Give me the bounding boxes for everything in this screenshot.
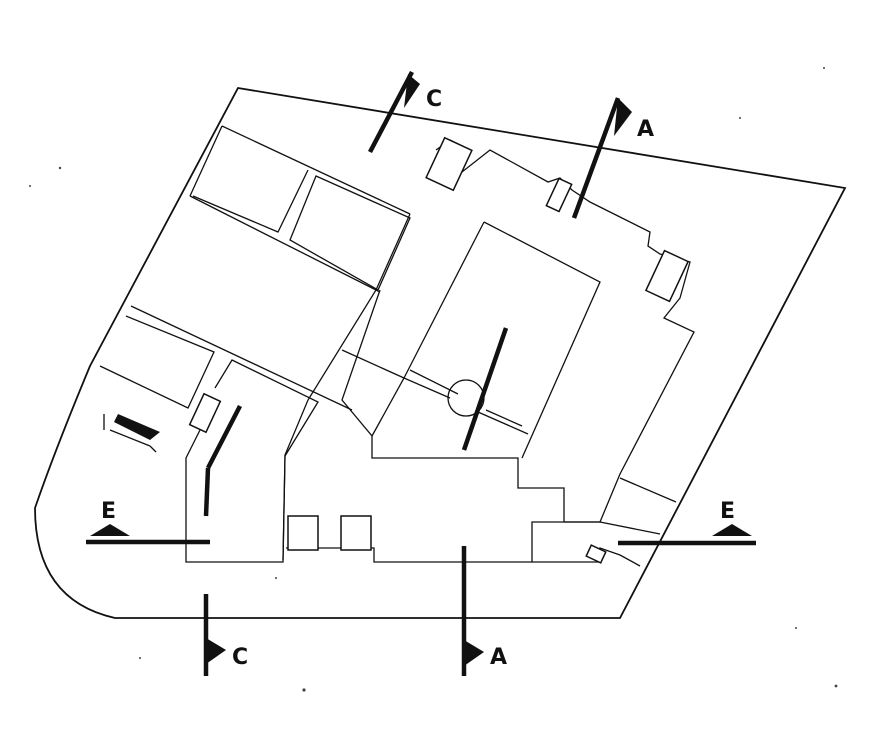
arrow-c-top — [404, 74, 420, 108]
section-c-top-line — [368, 70, 414, 154]
section-arrows — [90, 74, 752, 666]
section-a-top-line — [571, 97, 621, 219]
right-entry-box — [644, 249, 690, 303]
arrow-c-bottom — [206, 638, 226, 664]
top-entry-box — [545, 177, 573, 213]
top-left-entry-box — [425, 136, 473, 192]
left-building-outline — [185, 359, 319, 563]
section-cut-lines — [86, 70, 756, 676]
arrow-a-top — [614, 98, 632, 136]
label-e-left: E — [101, 499, 116, 524]
section-left-line-2 — [203, 467, 211, 517]
label-c-top: C — [426, 87, 442, 112]
site-boundary — [34, 87, 847, 619]
label-a-bottom: A — [490, 645, 507, 670]
arrow-e-left — [90, 524, 130, 536]
left-wing-lot-lines — [99, 125, 411, 561]
label-c-bottom: C — [232, 645, 248, 670]
section-center-line — [461, 327, 509, 451]
scan-specks — [29, 67, 838, 692]
left-entry-box — [188, 392, 222, 434]
arrow-e-right — [712, 524, 752, 536]
compass-marker-icon — [103, 414, 160, 453]
label-a-top: A — [637, 117, 654, 142]
bottom-strip — [286, 477, 677, 567]
arrow-a-bottom — [464, 640, 484, 666]
section-left-line — [206, 404, 242, 470]
central-building — [341, 139, 695, 523]
label-e-right: E — [720, 499, 735, 524]
